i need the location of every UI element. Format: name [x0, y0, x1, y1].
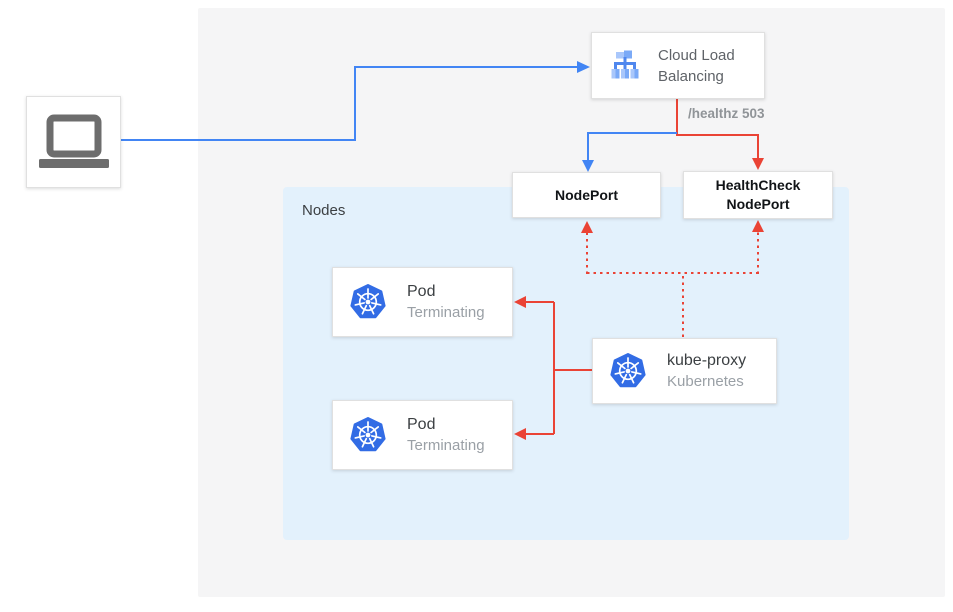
nodeport-node: NodePort [512, 172, 661, 218]
pod-title: Pod [407, 283, 436, 300]
kubernetes-icon [610, 353, 646, 388]
healthz-edge-label: /healthz 503 [688, 106, 765, 121]
client-node [26, 96, 121, 188]
pod-title: Pod [407, 416, 436, 433]
kubernetes-icon [350, 417, 386, 452]
laptop-icon [38, 114, 109, 168]
nodes-panel-label: Nodes [302, 202, 346, 219]
kube-proxy-title: kube-proxy [667, 352, 747, 369]
pod-terminating-node-2: Pod Terminating [332, 400, 513, 470]
kube-proxy-node: kube-proxy Kubernetes [592, 338, 777, 404]
cloud-load-balancing-icon [611, 50, 639, 78]
nodeport-label: NodePort [555, 186, 618, 203]
healthcheck-nodeport-label: HealthCheck NodePort [715, 177, 801, 212]
cloud-load-balancing-node: Cloud Load Balancing [591, 32, 765, 99]
kubernetes-icon [350, 284, 386, 319]
pod-terminating-node-1: Pod Terminating [332, 267, 513, 337]
pod-status: Terminating [407, 437, 485, 454]
pod-status: Terminating [407, 304, 485, 321]
cloud-load-balancing-label: Cloud Load Balancing [658, 46, 735, 85]
kube-proxy-subtitle: Kubernetes [667, 373, 744, 390]
healthcheck-nodeport-node: HealthCheck NodePort [683, 171, 833, 219]
